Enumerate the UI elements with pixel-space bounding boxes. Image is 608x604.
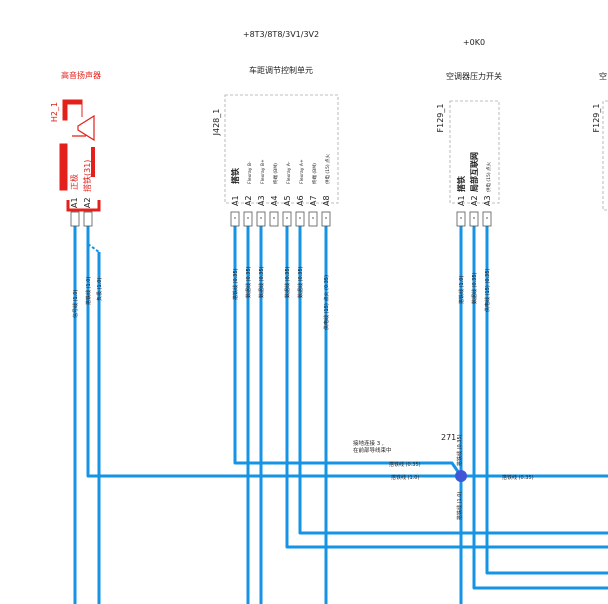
junction-down-label: 搭铁线 (1.0) [456,492,463,520]
ecu-wire-label-3: 数据线 (0.35) [258,266,265,298]
ecu-wire-label-4: 数据线 (0.35) [284,266,291,298]
ecu-pin-desc-8: 供电 (15) 点火 [324,153,331,184]
junction-note-line1: 接地连接 3 , [353,439,384,447]
ecu-pin-desc-4: 终端 (BM) [272,163,279,184]
junction-id: 271 [441,433,456,442]
horn-wire-label-2: 搭铁线 (1.0) [85,277,92,305]
ecu-pin-box-4[interactable] [269,211,279,227]
ecu-pin-label-8: A8 [322,195,331,206]
wires [73,226,608,604]
ecu-pin-desc-1: 搭铁 [230,168,240,184]
switch-pin-desc-3: 供电 (15) 点火 [485,161,492,192]
ecu-pin-label-4: A4 [270,195,279,206]
horn-branch-dash [87,243,100,253]
switch-pin-box-2[interactable] [469,211,479,227]
ecu-pin-label-1: A1 [231,195,240,206]
horn-pin-box-a2[interactable] [83,211,93,227]
ecu-pin-box-2[interactable] [243,211,253,227]
horn-pin1-desc: 正极 [69,174,79,190]
ecu-pin-box-5[interactable] [282,211,292,227]
horn-pin-box-a1[interactable] [70,211,80,227]
switch-wire-label-1: 搭铁线 (1.0) [458,276,465,304]
switch-pin-label-1: A1 [457,195,466,206]
ecu-pin-box-7[interactable] [308,211,318,227]
horn-speaker-icon [72,114,95,142]
horn-symbol [59,99,83,191]
ecu-pin-box-6[interactable] [295,211,305,227]
wire-ecu-a1[interactable] [233,226,463,477]
switch-component[interactable]: 空调器压力开关 F129_1 搭铁局部互联网供电 (15) 点火 A1 A2 A3 [436,71,502,227]
ecu-pin-label-5: A5 [283,195,292,206]
switch-pin-box-3[interactable] [482,211,492,227]
ecu-pin-box-1[interactable] [230,211,240,227]
ecu-pin-label-3: A3 [257,195,266,206]
ecu-pin-desc-3: Flexray B+ [260,159,266,184]
wire-ecu-a6[interactable] [298,226,608,535]
ecu-pin-desc-6: Flexray A+ [299,159,305,184]
partial-title: 空 [599,71,607,81]
ecu-wire-label-5: 数据线 (0.35) [297,266,304,298]
horn-bracket [66,200,101,212]
ecu-pin-group: A1 A2 A3 A4 A5 A6 A7 A8 [230,195,331,227]
switch-wire-label-3: 供电线 (15) (0.35) [484,268,491,312]
wire-horn-a2[interactable] [86,226,461,478]
junction-left-label-1: 搭铁线 (0.35) [389,461,421,468]
switch-pin-group: A1 A2 A3 [456,195,492,227]
ecu-wire-label-1: 搭铁线 (0.35) [232,268,239,300]
switch-ref: F129_1 [436,104,445,133]
ecu-pin-desc-group: 搭铁 Flexray B- Flexray B+ 终端 (BM) Flexray A- F… [230,153,331,184]
junction-left-label-2: 搭铁线 (1.0) [391,474,419,481]
group2-title: +0K0 [463,38,485,47]
ecu-component[interactable]: 车距调节控制单元 J428_1 搭铁 Flexray B- Flexray B+ 终端… [212,65,339,227]
ecu-pin-label-7: A7 [309,195,318,206]
switch-box [449,100,500,204]
junction-271[interactable]: 接地连接 3 , 在前部导线束中 271 搭铁线 (0.35) 搭铁线 (0.3… [353,433,534,520]
ecu-box [224,94,339,204]
ecu-pin-label-6: A6 [296,195,305,206]
switch-pin-label-3: A3 [483,195,492,206]
ecu-ref: J428_1 [212,109,221,137]
partial-ref: F129_1 [592,104,601,133]
ecu-wire-labels: 搭铁线 (0.35) 数据线 (0.35) 数据线 (0.35) 数据线 (0.35)… [232,266,330,330]
switch-wire-labels: 搭铁线 (1.0) 数据线 (0.35) 供电线 (15) (0.35) [458,268,491,312]
switch-pin-box-1[interactable] [456,211,466,227]
horn-pin2-desc: 搭铁(31) [82,160,92,192]
partial-box [602,100,608,211]
horn-wire-labels: 信号线 (1.0) 搭铁线 (1.0) 负极 (1.0) [72,277,103,318]
junction-right-label: 搭铁线 (0.35) [502,474,534,481]
ecu-wire-label-6: 供电线 (15) 点火 (0.35) [323,275,330,330]
ecu-pin-label-2: A2 [244,195,253,206]
ecu-pin-box-3[interactable] [256,211,266,227]
ecu-pin-desc-5: Flexray A- [286,161,292,184]
switch-pin-desc-group: 搭铁局部互联网供电 (15) 点火 [456,152,492,193]
switch-pin-label-2: A2 [470,195,479,206]
switch-wire-label-2: 数据线 (0.35) [471,272,478,304]
horn-title: 高音扬声器 [61,70,101,80]
ecu-pin-box-8[interactable] [321,211,331,227]
ecu-pin-desc-7: 终端 (BM) [311,163,318,184]
ecu-title: 车距调节控制单元 [249,65,313,75]
horn-pin-a1: A1 [70,197,79,208]
switch-title: 空调器压力开关 [446,71,502,81]
horn-component[interactable]: 高音扬声器 H2_1 正极 搭铁(31) A1 A2 [50,70,101,253]
group1-title: +8T3/8T8/3V1/3V2 [243,30,319,39]
ecu-wire-label-2: 数据线 (0.35) [245,266,252,298]
switch-pin-desc-2: 局部互联网 [469,152,479,193]
wire-switch-a3[interactable] [485,226,608,575]
partial-component[interactable]: 空 F129_1 [592,71,608,211]
switch-pin-desc-1: 搭铁 [456,176,466,192]
junction-node[interactable] [455,470,467,482]
horn-wire-label-1: 信号线 (1.0) [72,290,79,318]
wire-switch-a2[interactable] [472,226,608,590]
ecu-pin-desc-2: Flexray B- [247,161,253,184]
horn-body-bar [91,147,95,177]
horn-wire-label-3: 负极 (1.0) [96,278,103,301]
junction-vertical-label: 搭铁线 (0.35) [456,434,463,466]
junction-note-line2: 在前部导线束中 [353,446,392,454]
horn-pin-a2: A2 [83,197,92,208]
wire-ecu-a5[interactable] [285,226,608,549]
horn-ref: H2_1 [50,102,59,122]
